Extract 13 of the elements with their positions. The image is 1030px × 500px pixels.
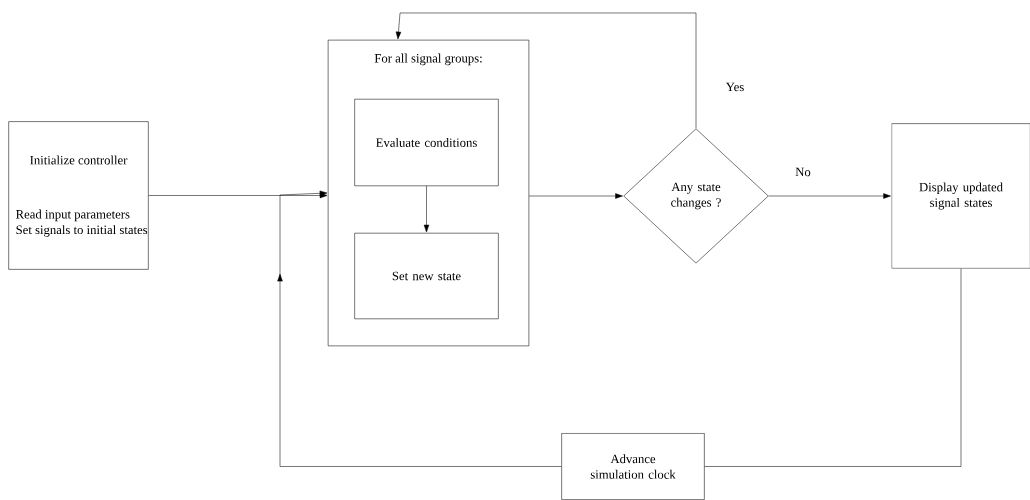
- edge-label: Yes: [724, 81, 746, 93]
- arrow: [395, 12, 697, 129]
- edge-label: No: [793, 166, 813, 178]
- process-box: Evaluate conditions: [354, 98, 499, 187]
- process-box: Advance simulation clock: [561, 433, 705, 500]
- arrow: [423, 185, 430, 233]
- arrow: [148, 192, 328, 199]
- arrow: [768, 193, 891, 199]
- arrow: [528, 193, 623, 199]
- process-box: Initialize controller Read input parameters Set signals to initial states: [8, 121, 149, 270]
- process-box: Display updated signal states: [891, 123, 1030, 269]
- arrow: [277, 190, 562, 467]
- process-box: Set new state: [354, 232, 499, 320]
